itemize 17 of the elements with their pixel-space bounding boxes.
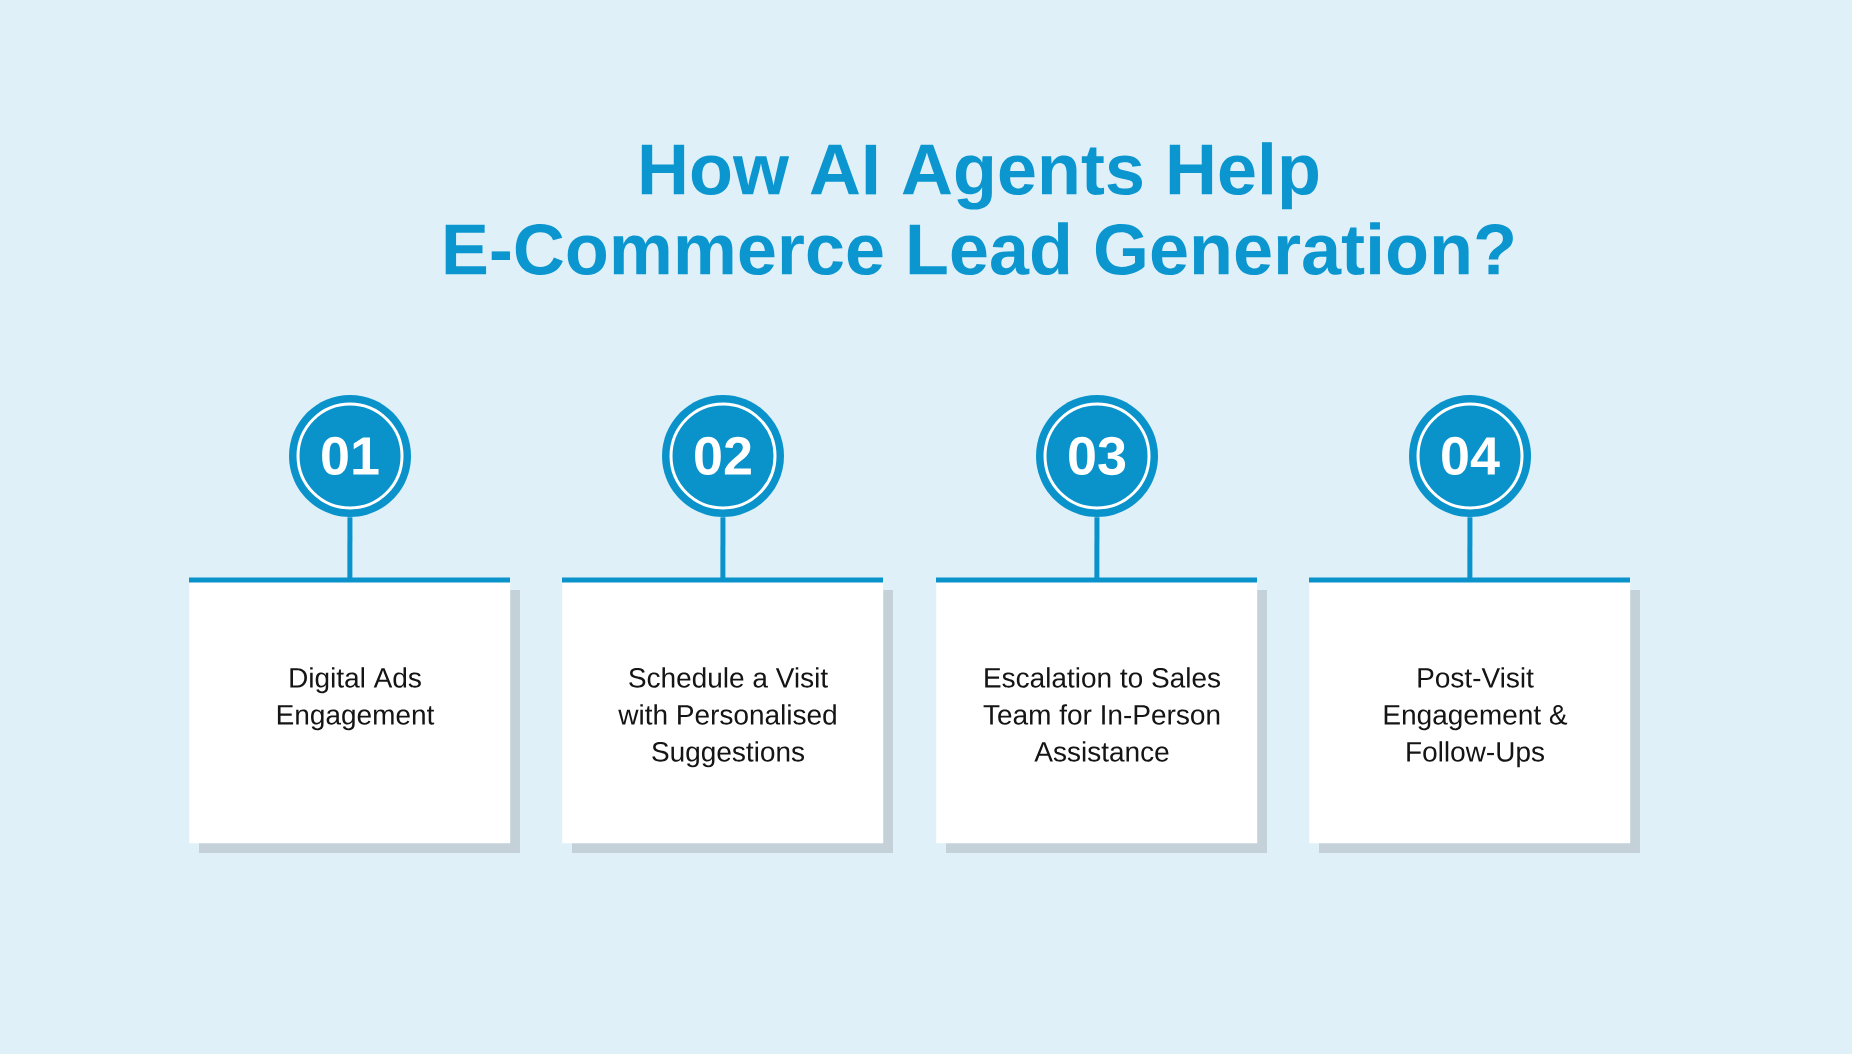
step-card [562, 577, 893, 853]
card-text: Digital Ads Engagement [277, 667, 435, 731]
connector-line [720, 517, 726, 580]
connector-line [347, 517, 353, 580]
step-card [189, 577, 520, 853]
card-text: Schedule a Visit with Personalised Suggestions [618, 667, 836, 768]
number-badge: 01 [289, 395, 411, 517]
title: How AI Agents Help E-Commerce Lead Generation? [445, 142, 1513, 276]
number-badge: 03 [1036, 395, 1158, 517]
connector-line [1467, 517, 1473, 580]
card-text: Post-Visit Engagement & Follow-Ups [1384, 667, 1568, 768]
number-badge: 02 [662, 395, 784, 517]
step-card [936, 577, 1267, 853]
connector-line [1094, 517, 1100, 580]
step-card [1309, 577, 1640, 853]
number-badge: 04 [1409, 395, 1531, 517]
card-text: Escalation to Sales Team for In-Person Assistance [983, 667, 1220, 762]
